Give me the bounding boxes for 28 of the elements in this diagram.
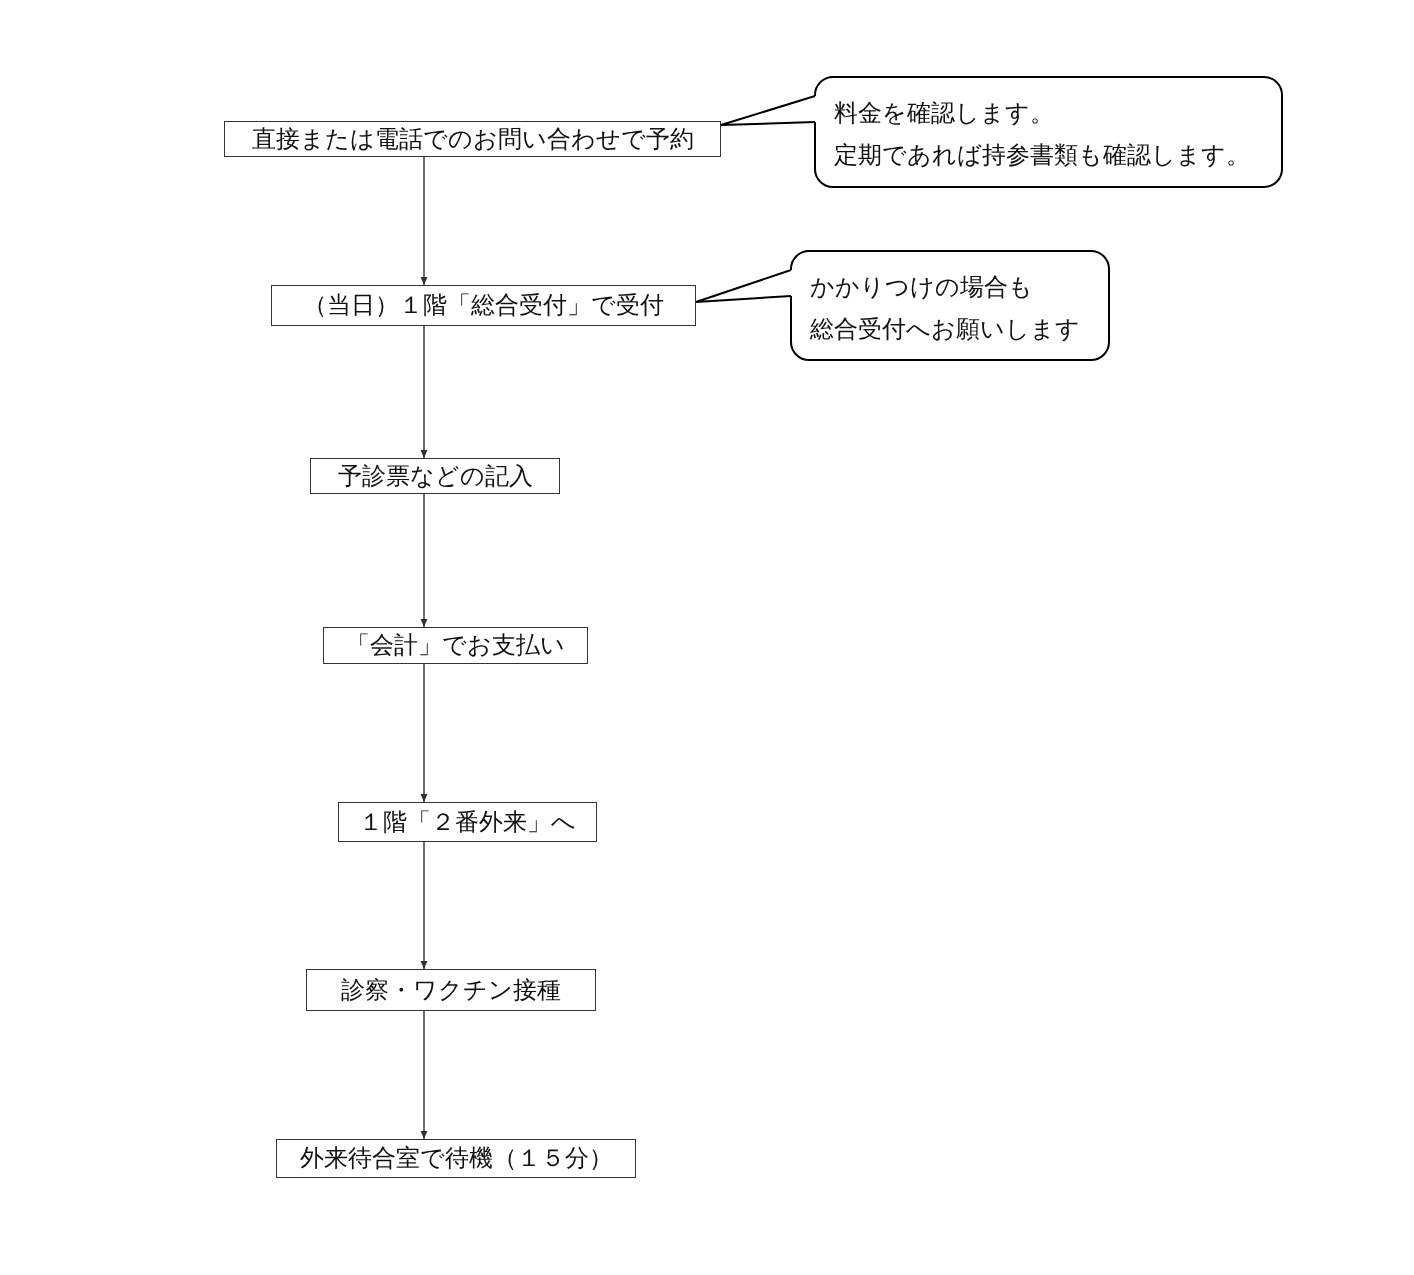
process-box — [310, 458, 560, 494]
process-box — [224, 121, 721, 157]
process-box — [271, 285, 696, 326]
arrow — [420, 663, 428, 803]
process-box — [306, 969, 596, 1011]
arrow — [420, 325, 428, 459]
arrow — [420, 841, 428, 970]
step-text: 診察・ワクチン接種 — [341, 975, 561, 1005]
arrow — [420, 1010, 428, 1140]
step-text: 外来待合室で待機（１５分） — [299, 1144, 613, 1173]
speech-bubble — [790, 250, 1110, 361]
note-text: 定期であれば持参書類も確認します。 — [834, 140, 1250, 171]
step-text: 「会計」でお支払い — [346, 631, 565, 660]
arrow — [420, 493, 428, 628]
arrow — [420, 156, 428, 286]
process-box — [276, 1139, 636, 1178]
process-box — [323, 627, 588, 664]
step-text: １階「２番外来」へ — [359, 807, 576, 837]
note-text: かかりつけの場合も — [810, 272, 1033, 303]
note-text: 総合受付へお願いします — [810, 314, 1080, 345]
note-text: 料金を確認します。 — [834, 98, 1054, 129]
speech-bubble — [814, 76, 1283, 188]
step-text: 予診票などの記入 — [337, 461, 533, 491]
step-text: 直接または電話でのお問い合わせで予約 — [251, 124, 694, 154]
callout-tail — [695, 269, 792, 303]
step-text: （当日）１階「総合受付」で受付 — [303, 291, 664, 320]
process-box — [338, 802, 597, 842]
callout-tail — [720, 95, 816, 126]
